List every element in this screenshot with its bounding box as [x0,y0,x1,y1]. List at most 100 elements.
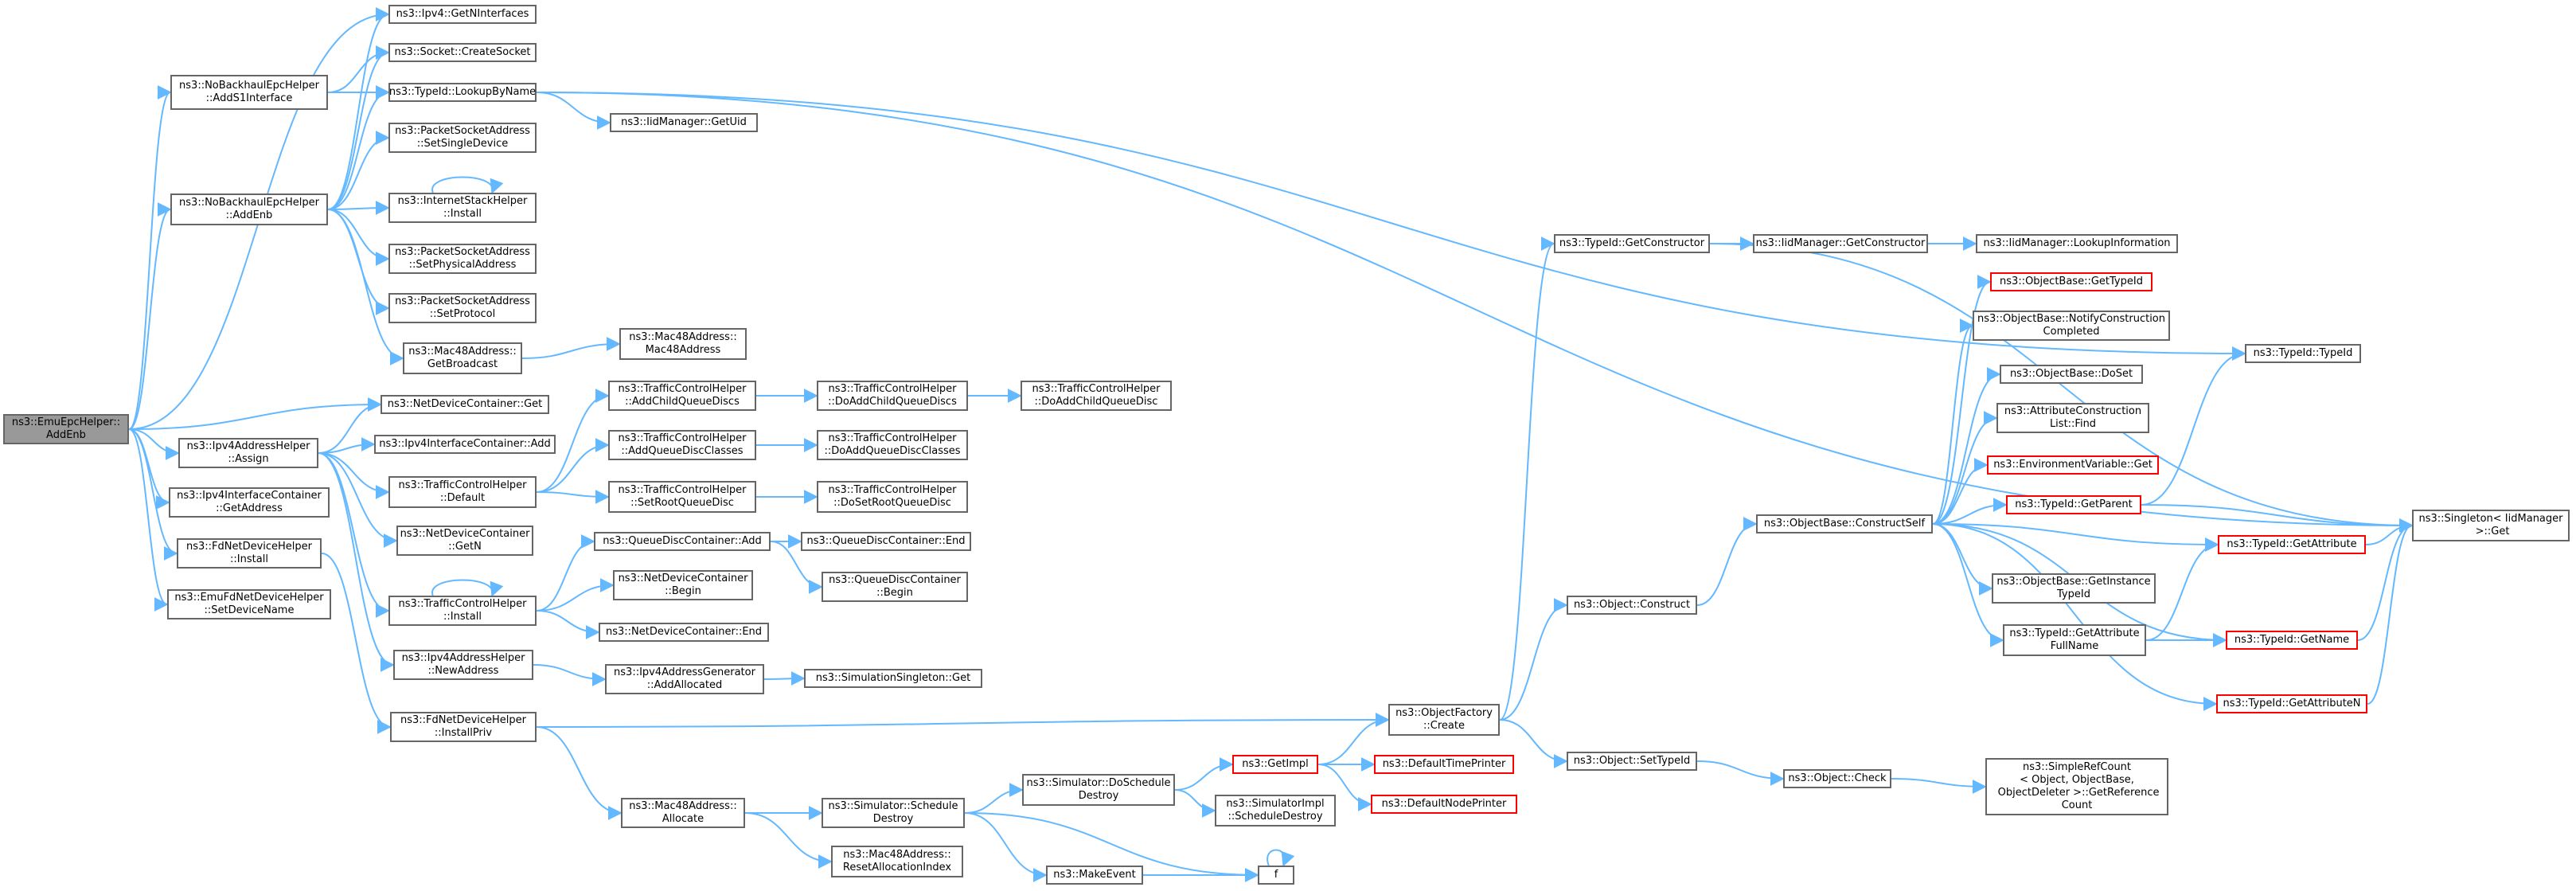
edge-ipv4addr_newaddr-to-ipv4gen_addalloc [533,664,607,686]
node-queuedisccontainer-add[interactable]: ns3::QueueDiscContainer::Add [594,532,771,551]
node-emu-epc-helper-addenb[interactable]: ns3::EmuEpcHelper:: AddEnb [3,414,129,444]
edge-sim_schedule_destroy-to-f [964,812,1259,882]
edge-typeid_getparent-to-typeid_typeid [2141,346,2246,506]
node-objectbase-notifyconstructioncompleted[interactable]: ns3::ObjectBase::NotifyConstruction Comp… [1973,311,2170,341]
node-tch-install[interactable]: ns3::TrafficControlHelper ::Install [388,596,537,626]
node-packetsocketaddress-setphysicaladdress[interactable]: ns3::PacketSocketAddress ::SetPhysicalAd… [388,244,537,274]
node-typeid-getconstructor[interactable]: ns3::TypeId::GetConstructor [1554,234,1710,253]
edge-inet_install-self-loop [431,176,504,194]
node-ipv4-getninterfaces[interactable]: ns3::Ipv4::GetNInterfaces [388,5,537,24]
node-iidmanager-getuid[interactable]: ns3::IidManager::GetUid [610,113,758,132]
node-tch-addqueuediscclasses[interactable]: ns3::TrafficControlHelper ::AddQueueDisc… [608,430,756,460]
edge-tch_default-to-tch_addchild [536,389,610,493]
node-typeid-getparent[interactable]: ns3::TypeId::GetParent [2006,495,2141,514]
edge-tch_install-to-ndc_end [536,610,600,639]
node-netdevicecontainer-getn[interactable]: ns3::NetDeviceContainer ::GetN [396,526,533,556]
node-tch-dosetrootqueuedisc[interactable]: ns3::TrafficControlHelper ::DoSetRootQue… [817,481,968,513]
node-queuedisccontainer-begin[interactable]: ns3::QueueDiscContainer ::Begin [822,572,968,602]
node-objectbase-constructself[interactable]: ns3::ObjectBase::ConstructSelf [1756,514,1933,533]
node-tch-setrootqueuedisc[interactable]: ns3::TrafficControlHelper ::SetRootQueue… [608,481,756,513]
node-packetsocketaddress-setprotocol[interactable]: ns3::PacketSocketAddress ::SetProtocol [388,293,537,323]
node-mac48address-getbroadcast[interactable]: ns3::Mac48Address:: GetBroadcast [403,342,522,374]
edge-nobh_addenb-to-pktsock_setphys [327,209,390,266]
node-objectbase-doset[interactable]: ns3::ObjectBase::DoSet [2000,365,2143,384]
node-internetstackhelper-install[interactable]: ns3::InternetStackHelper ::Install [388,193,537,223]
edge-objfactory_create-to-object_settypeid [1499,719,1568,768]
node-environmentvariable-get[interactable]: ns3::EnvironmentVariable::Get [1987,455,2159,475]
edge-typeid_getparent-to-singleton_get [2141,504,2414,533]
node-defaulttimeprinter[interactable]: ns3::DefaultTimePrinter [1374,755,1514,774]
node-typeid-getattributen[interactable]: ns3::TypeId::GetAttributeN [2216,694,2367,713]
node-ipv4addresshelper-assign[interactable]: ns3::Ipv4AddressHelper ::Assign [178,438,318,468]
node-ipv4addresshelper-newaddress[interactable]: ns3::Ipv4AddressHelper ::NewAddress [393,650,533,680]
node-defaultnodeprinter[interactable]: ns3::DefaultNodePrinter [1371,795,1517,814]
node-simulationsingleton-get[interactable]: ns3::SimulationSingleton::Get [804,669,982,688]
edge-objbase_constructself-to-typeid_getattrn [1932,523,2218,711]
node-typeid-typeid[interactable]: ns3::TypeId::TypeId [2245,344,2361,363]
node-packetsocketaddress-setsingledevice[interactable]: ns3::PacketSocketAddress ::SetSingleDevi… [388,123,537,153]
node-typeid-getname[interactable]: ns3::TypeId::GetName [2226,631,2358,650]
node-objectbase-getinstancetypeid[interactable]: ns3::ObjectBase::GetInstance TypeId [1992,573,2156,604]
node-nobackhaul-adds1interface[interactable]: ns3::NoBackhaulEpcHelper ::AddS1Interfac… [170,75,328,110]
edge-tch_default-to-tch_addclasses [536,438,610,493]
edge-fdnet_installpriv-to-mac48_allocate [536,726,623,820]
node-simulator-doscheduledestroy[interactable]: ns3::Simulator::DoSchedule Destroy [1022,774,1175,806]
node-netdevicecontainer-begin[interactable]: ns3::NetDeviceContainer ::Begin [613,570,753,600]
edge-object_settypeid-to-object_check [1696,760,1785,786]
node-tch-default[interactable]: ns3::TrafficControlHelper ::Default [388,476,537,508]
edge-emu_addenb-to-fdnet_install [128,428,178,561]
node-iidmanager-getconstructor[interactable]: ns3::IidManager::GetConstructor [1753,234,1928,253]
node-typeid-getattributefullname[interactable]: ns3::TypeId::GetAttribute FullName [2003,624,2146,656]
edge-objbase_constructself-to-objbase_doset [1932,367,2001,525]
node-mac48address-resetallocationindex[interactable]: ns3::Mac48Address:: ResetAllocationIndex [831,846,963,877]
edge-emu_addenb-to-ndc_get [128,397,382,430]
edge-nobh_addenb-to-socket_create [327,45,390,210]
node-queuedisccontainer-end[interactable]: ns3::QueueDiscContainer::End [801,532,971,551]
node-getimpl[interactable]: ns3::GetImpl [1232,755,1318,774]
node-netdevicecontainer-end[interactable]: ns3::NetDeviceContainer::End [599,623,769,642]
node-object-check[interactable]: ns3::Object::Check [1783,769,1891,788]
edge-object_construct-to-objbase_constructself [1696,517,1758,606]
node-object-settypeid[interactable]: ns3::Object::SetTypeId [1567,752,1697,771]
edge-object_check-to-simplerefcount [1891,778,1987,794]
edge-objbase_constructself-to-typeid_getattrfull [1932,523,2004,647]
node-singleton-iidmanager-get[interactable]: ns3::Singleton< IidManager >::Get [2412,510,2570,541]
node-simplerefcount-getreferencecount[interactable]: ns3::SimpleRefCount < Object, ObjectBase… [1985,758,2168,815]
node-tch-addchildqueuediscs[interactable]: ns3::TrafficControlHelper ::AddChildQueu… [608,381,756,411]
node-tch-doaddchildqueuedisc[interactable]: ns3::TrafficControlHelper ::DoAddChildQu… [1021,381,1172,411]
edge-typeid_lookup-to-iidmanager_getuid [536,92,611,130]
node-tch-doaddqueuediscclasses[interactable]: ns3::TrafficControlHelper ::DoAddQueueDi… [817,430,968,460]
edge-ipv4addr_assign-to-ipv4ic_add [318,437,376,454]
node-netdevicecontainer-get[interactable]: ns3::NetDeviceContainer::Get [381,395,549,414]
node-f[interactable]: f [1258,866,1294,885]
node-object-construct[interactable]: ns3::Object::Construct [1567,596,1697,615]
node-typeid-lookupbyname[interactable]: ns3::TypeId::LookupByName [388,83,537,102]
node-nobackhaul-addenb[interactable]: ns3::NoBackhaulEpcHelper ::AddEnb [170,193,328,225]
node-emufdnetdevicehelper-setdevicename[interactable]: ns3::EmuFdNetDeviceHelper ::SetDeviceNam… [167,589,331,619]
node-attributeconstructionlist-find[interactable]: ns3::AttributeConstruction List::Find [1996,403,2149,433]
node-fdnetdevicehelper-installpriv[interactable]: ns3::FdNetDeviceHelper ::InstallPriv [390,712,537,742]
edge-typeid_getattrn-to-singleton_get [2367,518,2414,705]
node-mac48address-allocate[interactable]: ns3::Mac48Address:: Allocate [621,798,745,828]
edge-ipv4addr_assign-to-tch_default [318,452,390,499]
edge-nobh_addenb-to-typeid_lookup [327,85,390,210]
node-objectfactory-create[interactable]: ns3::ObjectFactory ::Create [1388,704,1500,736]
node-ipv4interfacecontainer-add[interactable]: ns3::Ipv4InterfaceContainer::Add [374,435,556,454]
edge-sim_schedule_destroy-to-sim_doschedule [964,783,1024,814]
node-simulator-scheduledestroy[interactable]: ns3::Simulator::Schedule Destroy [822,798,965,828]
node-mac48address-ctor[interactable]: ns3::Mac48Address:: Mac48Address [619,328,747,360]
edge-ipv4addr_assign-to-ndc_get [318,397,382,454]
node-iidmanager-lookupinformation[interactable]: ns3::IidManager::LookupInformation [1976,234,2178,253]
node-ipv4addressgenerator-addallocated[interactable]: ns3::Ipv4AddressGenerator ::AddAllocated [605,664,764,694]
edge-nobh_addenb-to-inet_install [327,201,390,216]
node-fdnetdevicehelper-install[interactable]: ns3::FdNetDeviceHelper ::Install [177,538,322,569]
edge-emu_addenb-to-emufd_setname [128,428,169,612]
node-socket-createsocket[interactable]: ns3::Socket::CreateSocket [388,43,537,62]
node-ipv4interfacecontainer-getaddress[interactable]: ns3::Ipv4InterfaceContainer ::GetAddress [169,487,330,518]
node-objectbase-gettypeid[interactable]: ns3::ObjectBase::GetTypeId [1990,272,2153,291]
edge-objbase_constructself-to-objbase_notify [1932,318,1974,525]
node-makeevent[interactable]: ns3::MakeEvent [1046,866,1143,885]
node-typeid-getattribute[interactable]: ns3::TypeId::GetAttribute [2218,535,2366,554]
node-simulatorimpl-scheduledestroy[interactable]: ns3::SimulatorImpl ::ScheduleDestroy [1215,795,1336,827]
node-tch-doaddchildqueuediscs[interactable]: ns3::TrafficControlHelper ::DoAddChildQu… [817,381,968,411]
